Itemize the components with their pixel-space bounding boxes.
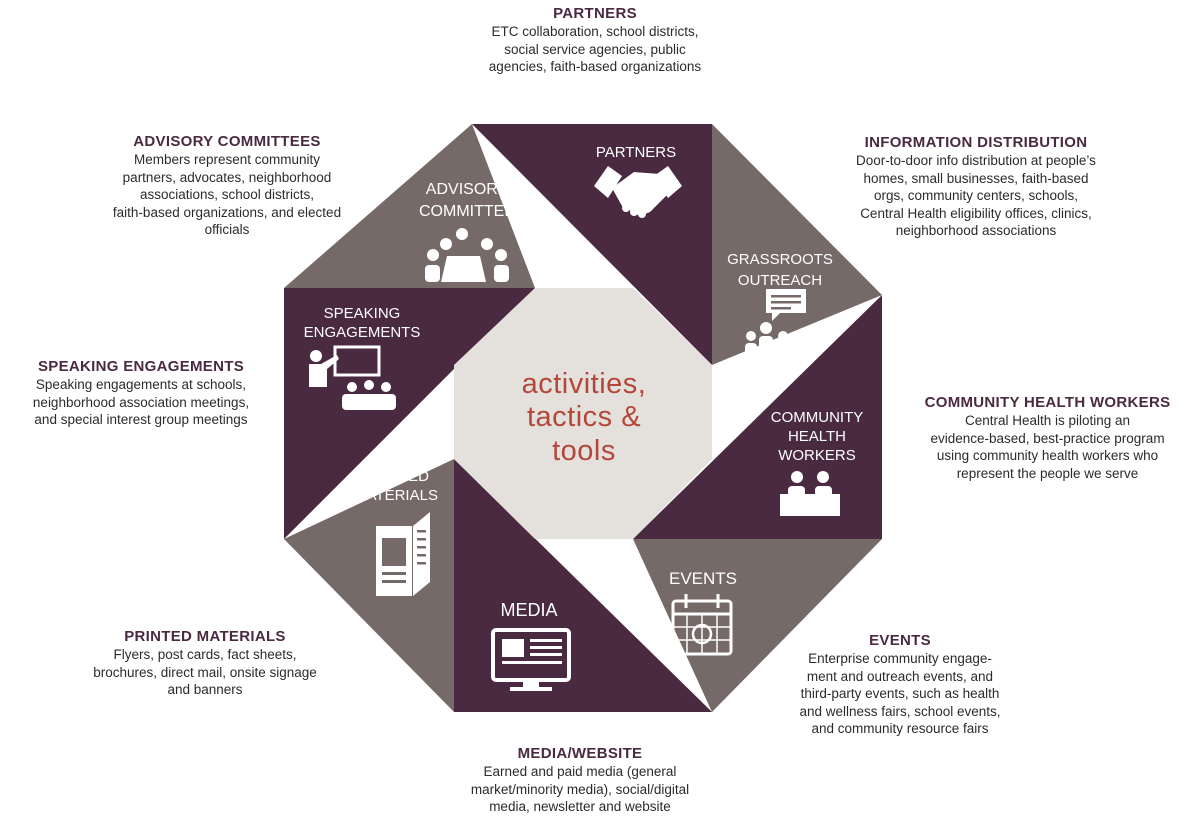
- desc-partners: PARTNERS ETC collaboration, school distr…: [450, 5, 740, 76]
- desc-events: EVENTS Enterprise community engage- ment…: [760, 632, 1040, 738]
- monitor-icon: [491, 628, 571, 691]
- wedge-label-chw-2: HEALTH: [788, 428, 846, 445]
- wedge-label-advisory-2: COMMITTEE: [419, 203, 515, 220]
- wedge-label-printed-1: PRINTED: [363, 468, 429, 485]
- wedge-label-media: MEDIA: [500, 600, 557, 620]
- presenter-icon: [309, 345, 396, 410]
- wedge-label-grassroots-1: GRASSROOTS: [727, 251, 833, 268]
- wedge-label-speaking-1: SPEAKING: [324, 305, 401, 322]
- meeting-table-icon: [425, 228, 509, 282]
- wedge-events: [633, 539, 882, 712]
- wedge-printed: [284, 459, 454, 712]
- wedge-label-advisory-1: ADVISORY: [426, 181, 509, 198]
- desc-information-title: INFORMATION DISTRIBUTION: [864, 134, 1088, 151]
- wedge-label-chw-1: COMMUNITY: [771, 409, 864, 426]
- wedge-label-printed-2: MATERIALS: [354, 487, 438, 504]
- desc-speaking: SPEAKING ENGAGEMENTS Speaking engagement…: [2, 358, 280, 429]
- desc-chw-body: Central Health is piloting an evidence-b…: [930, 413, 1165, 481]
- desc-advisory: ADVISORY COMMITTEES Members represent co…: [82, 133, 372, 239]
- desc-information: INFORMATION DISTRIBUTION Door-to-door in…: [816, 134, 1136, 240]
- desc-media-title: MEDIA/WEBSITE: [517, 745, 643, 762]
- desc-advisory-body: Members represent community partners, ad…: [112, 152, 342, 237]
- desc-media: MEDIA/WEBSITE Earned and paid media (gen…: [430, 745, 730, 816]
- desc-media-body: Earned and paid media (general market/mi…: [470, 764, 690, 814]
- center-text-line2: tactics &: [527, 401, 641, 433]
- desc-chw-title: COMMUNITY HEALTH WORKERS: [924, 394, 1171, 411]
- health-workers-icon: [780, 471, 840, 516]
- desc-partners-body: ETC collaboration, school districts, soc…: [488, 24, 702, 74]
- wedge-advisory: [284, 124, 535, 288]
- calendar-icon: [671, 594, 733, 656]
- desc-information-body: Door-to-door info distribution at people…: [856, 153, 1096, 238]
- speech-bubble-group-icon: [745, 289, 806, 360]
- desc-chw: COMMUNITY HEALTH WORKERS Central Health …: [900, 394, 1195, 482]
- desc-printed-body: Flyers, post cards, fact sheets, brochur…: [93, 647, 317, 697]
- center-text-line1: activities,: [522, 368, 647, 400]
- wedge-label-grassroots-2: OUTREACH: [738, 272, 822, 289]
- desc-speaking-title: SPEAKING ENGAGEMENTS: [37, 358, 245, 375]
- desc-advisory-title: ADVISORY COMMITTEES: [133, 133, 321, 150]
- wedge-label-partners: PARTNERS: [596, 144, 676, 161]
- center-text-line3: tools: [552, 435, 616, 467]
- wedge-grassroots: [712, 124, 882, 365]
- wedge-label-speaking-2: ENGAGEMENTS: [304, 324, 421, 341]
- desc-partners-title: PARTNERS: [553, 5, 637, 22]
- wedge-label-chw-3: WORKERS: [778, 447, 856, 464]
- desc-printed: PRINTED MATERIALS Flyers, post cards, fa…: [60, 628, 350, 699]
- center-octagon: [454, 288, 712, 539]
- wedge-label-events: EVENTS: [669, 569, 737, 588]
- brochure-icon: [376, 512, 430, 596]
- desc-speaking-body: Speaking engagements at schools, neighbo…: [32, 377, 250, 427]
- desc-events-title: EVENTS: [869, 632, 931, 649]
- desc-printed-title: PRINTED MATERIALS: [124, 628, 286, 645]
- handshake-icon: [594, 166, 682, 218]
- desc-events-body: Enterprise community engage- ment and ou…: [799, 651, 1001, 736]
